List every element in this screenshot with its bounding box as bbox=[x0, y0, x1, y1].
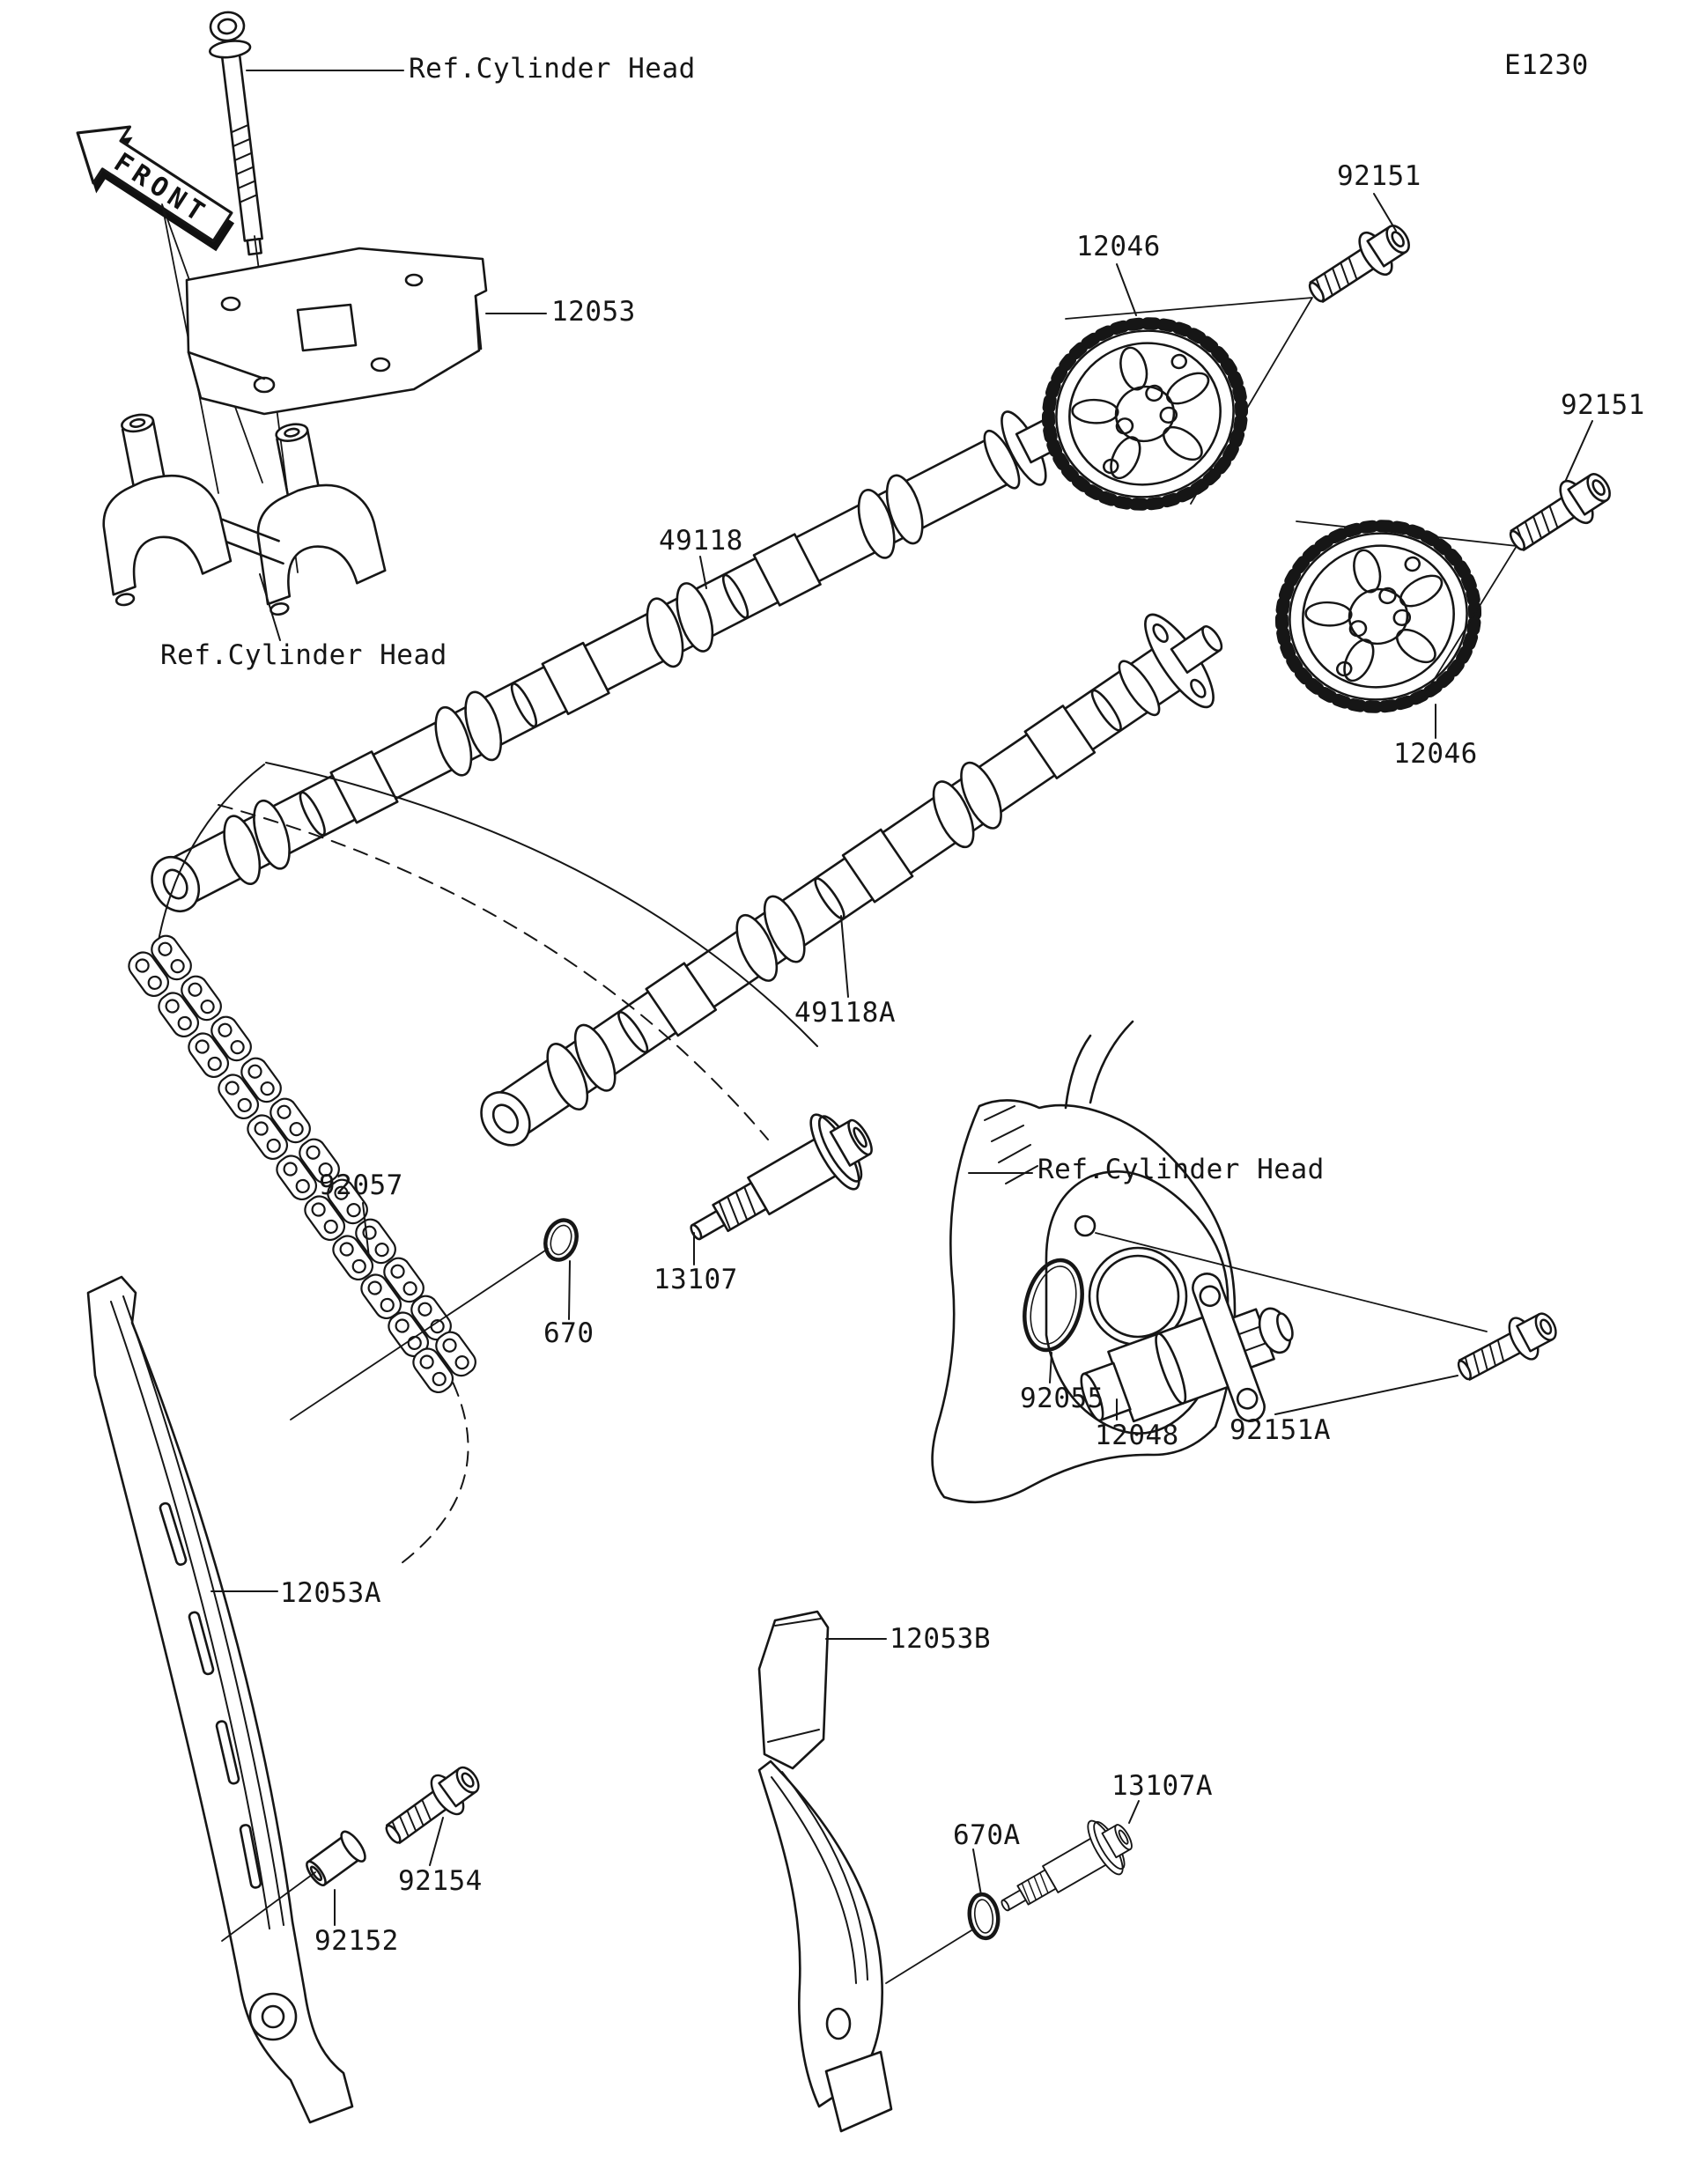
part-label-13107: 13107 bbox=[654, 1264, 738, 1295]
part-label-12053: 12053 bbox=[551, 296, 636, 328]
chain-tensioner-drawing bbox=[1080, 1273, 1294, 1423]
o-ring-92055-drawing bbox=[1023, 1258, 1084, 1353]
part-label-670: 670 bbox=[543, 1317, 594, 1349]
o-ring-670-alignment-line bbox=[290, 1248, 549, 1420]
guide-bolt-drawing bbox=[375, 1755, 490, 1856]
tensioner-bolt-drawing bbox=[1449, 1302, 1565, 1393]
part-label-12048: 12048 bbox=[1095, 1420, 1179, 1451]
cylinder-head-bolt-drawing bbox=[209, 11, 263, 256]
sprocket-bolt-alignment-upper bbox=[1065, 297, 1313, 505]
diagram-code: E1230 bbox=[1504, 49, 1589, 81]
ref-label-cylinder-head-left: Ref.Cylinder Head bbox=[160, 639, 447, 671]
front-arrow: FRONT bbox=[76, 125, 235, 252]
bushing-alignment-line bbox=[221, 1871, 316, 1942]
part-label-12053a: 12053A bbox=[280, 1577, 381, 1609]
part-label-49118a: 49118A bbox=[794, 997, 896, 1029]
part-label-92151a: 92151A bbox=[1229, 1414, 1331, 1446]
camshaft-exhaust-drawing bbox=[480, 613, 1223, 1147]
part-label-92055: 92055 bbox=[1020, 1383, 1104, 1414]
o-ring-670-drawing bbox=[543, 1218, 579, 1262]
o-ring-670a-drawing bbox=[967, 1892, 1001, 1941]
sprocket-bolt-upper-drawing bbox=[1298, 213, 1420, 316]
cylinder-head-right-drawing bbox=[931, 1020, 1237, 1504]
chain-guide-front-drawing bbox=[86, 1275, 354, 2124]
camshaft-intake-drawing bbox=[151, 410, 1067, 912]
part-label-92154: 92154 bbox=[398, 1865, 483, 1897]
ref-label-cylinder-head-top: Ref.Cylinder Head bbox=[409, 53, 696, 85]
part-label-12053b: 12053B bbox=[890, 1623, 991, 1655]
part-label-92057: 92057 bbox=[319, 1169, 403, 1201]
part-label-12046-top: 12046 bbox=[1076, 231, 1161, 262]
leader-lines bbox=[210, 70, 1593, 1926]
sprocket-bolt-alignment-lower bbox=[1296, 520, 1517, 704]
o-ring-670a-alignment-line bbox=[885, 1929, 972, 1984]
part-label-92151-right: 92151 bbox=[1561, 389, 1645, 421]
part-label-13107a: 13107A bbox=[1111, 1770, 1213, 1802]
cam-chain-drawing bbox=[122, 762, 818, 1567]
part-label-12046-lower: 12046 bbox=[1393, 738, 1478, 770]
sprocket-bolt-lower-drawing bbox=[1499, 461, 1621, 564]
part-label-49118: 49118 bbox=[659, 525, 743, 557]
tensioner-alignment-line bbox=[1095, 1232, 1488, 1332]
tensioner-cap-bolt-drawing bbox=[670, 1096, 889, 1272]
guide-bushing-drawing bbox=[306, 1830, 366, 1886]
part-label-92152: 92152 bbox=[314, 1925, 399, 1957]
cam-cap-drawing bbox=[102, 413, 387, 616]
ref-label-cylinder-head-right: Ref.Cylinder Head bbox=[1037, 1154, 1325, 1185]
camshaft-chain-guide-bracket-drawing bbox=[185, 247, 488, 416]
part-label-92151-top: 92151 bbox=[1337, 160, 1421, 192]
cam-sprocket-upper-drawing bbox=[1030, 303, 1261, 525]
part-label-670a: 670A bbox=[953, 1819, 1021, 1851]
chain-guide-rear-drawing bbox=[757, 1610, 893, 2133]
